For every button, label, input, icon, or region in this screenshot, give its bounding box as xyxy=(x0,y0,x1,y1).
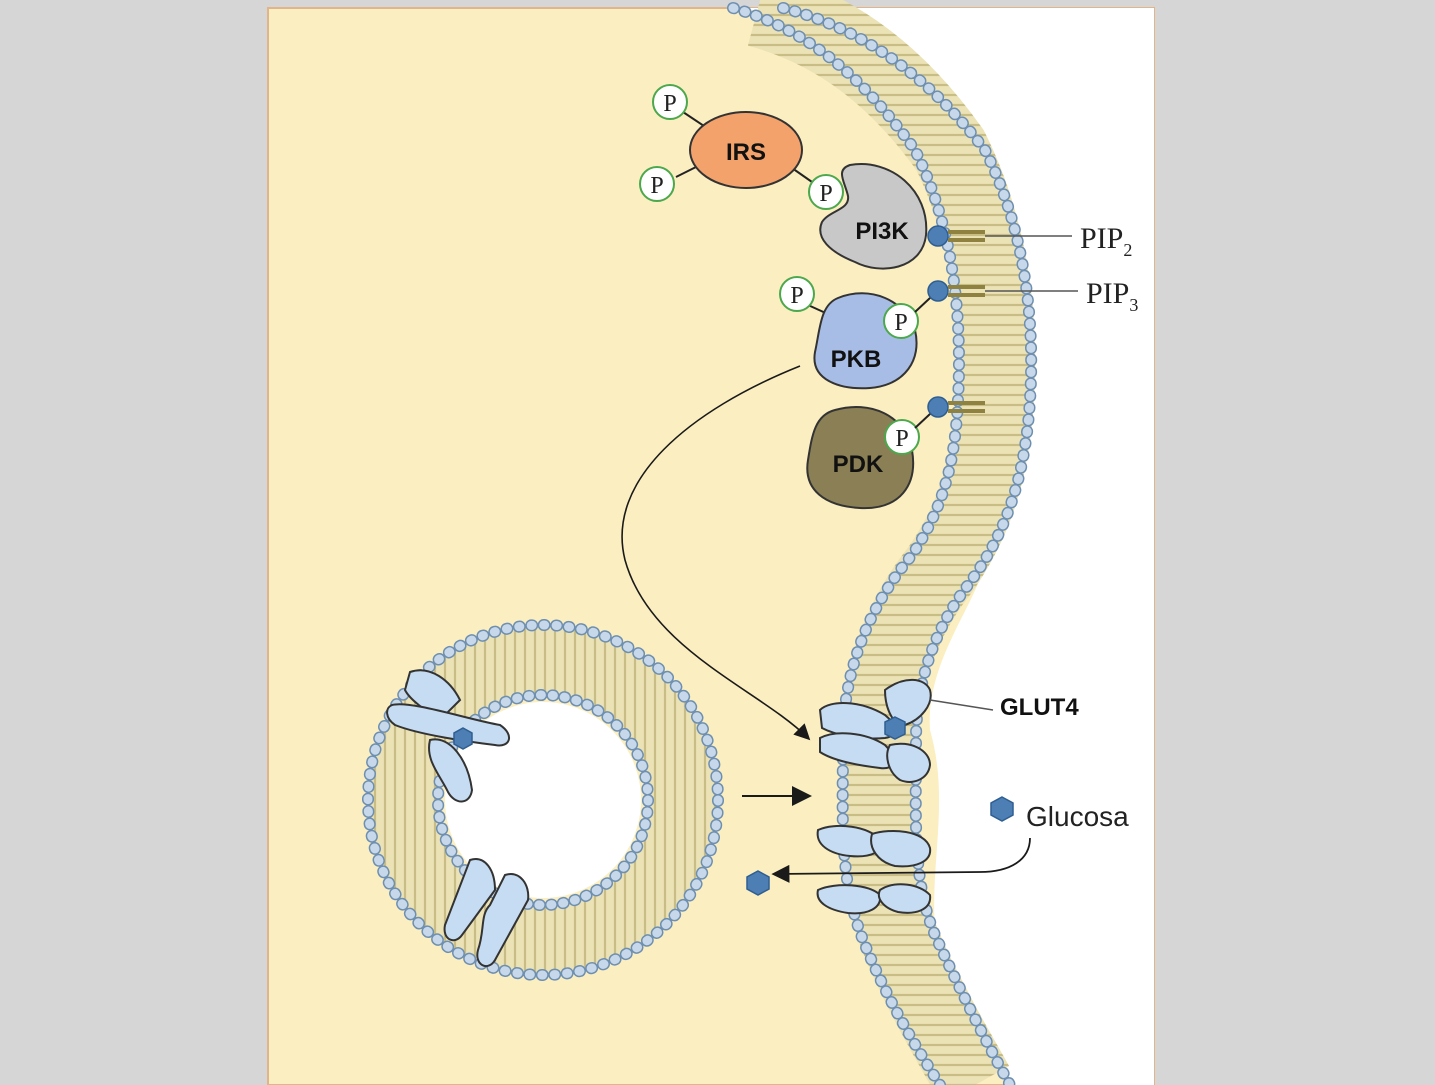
pi3k-label: PI3K xyxy=(855,218,909,245)
svg-text:P: P xyxy=(790,283,803,309)
svg-text:P: P xyxy=(819,181,832,207)
glut4-label: GLUT4 xyxy=(1000,694,1079,721)
glucose-icon xyxy=(991,797,1013,821)
svg-text:P: P xyxy=(650,173,663,199)
phosphate-pkb-left: P xyxy=(780,277,814,311)
vesicle-glucose-icon xyxy=(454,728,472,749)
pkb-label: PKB xyxy=(831,346,882,373)
svg-text:P: P xyxy=(895,426,908,452)
phosphate-pkb-right: P xyxy=(884,304,918,338)
pdk-label: PDK xyxy=(833,451,884,478)
pip2-head xyxy=(928,226,948,246)
phosphate-pi3k: P xyxy=(809,175,843,209)
phosphate-irs-left: P xyxy=(640,167,674,201)
phosphate-irs-top: P xyxy=(653,85,687,119)
intracellular-glucose-icon xyxy=(747,871,769,895)
pip3-head xyxy=(928,281,948,301)
phosphate-pdk: P xyxy=(885,420,919,454)
irs-label: IRS xyxy=(726,139,766,166)
svg-text:P: P xyxy=(894,310,907,336)
svg-text:P: P xyxy=(663,91,676,117)
pip3-pdk-head xyxy=(928,397,948,417)
membrane-glucose-icon xyxy=(885,717,905,739)
glucose-label: Glucosa xyxy=(1026,801,1129,832)
